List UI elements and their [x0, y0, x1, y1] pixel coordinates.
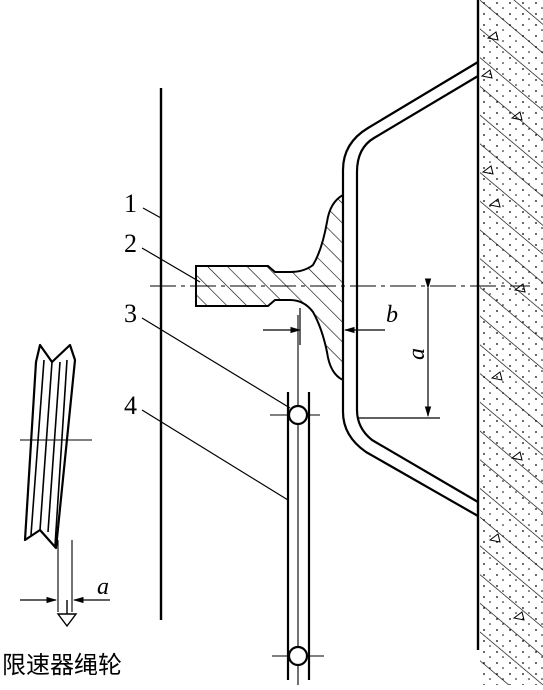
dim-a [357, 278, 440, 419]
rope [270, 315, 324, 685]
caption: 限速器绳轮 [2, 651, 122, 679]
hub-section [195, 193, 344, 382]
leader-lines [141, 207, 291, 501]
dim-a-small-label: a [97, 574, 109, 600]
dim-b [263, 308, 385, 345]
rope-roller-bottom [287, 645, 309, 667]
down-arrow-icon [56, 600, 78, 628]
rope-roller-top [287, 404, 309, 426]
wall [476, 0, 543, 685]
label-1: 1 [124, 189, 137, 218]
dim-a-label: a [404, 348, 430, 360]
dim-b-label: b [386, 302, 398, 328]
label-4: 4 [124, 391, 137, 420]
label-2: 2 [124, 229, 137, 258]
bracket [341, 61, 479, 517]
sheave-inset [20, 343, 110, 612]
label-3: 3 [124, 299, 137, 328]
